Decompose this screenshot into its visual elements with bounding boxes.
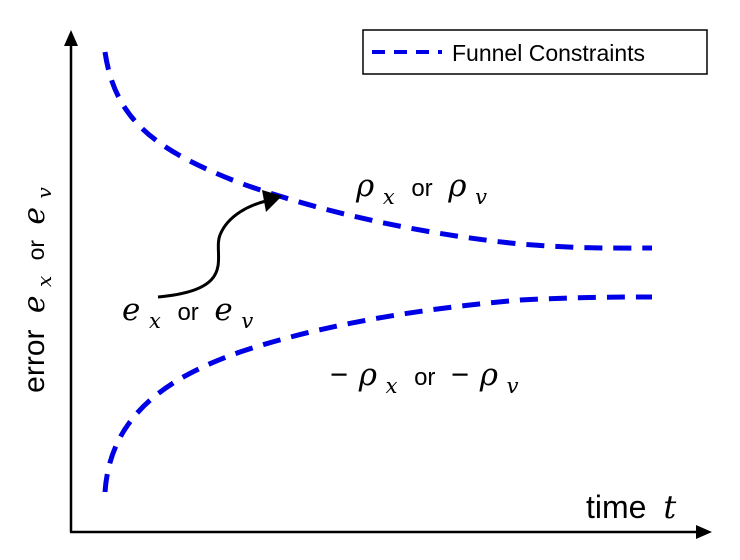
y-axis-sub1: x [32,276,56,287]
error-label: e x or e v [122,292,253,335]
upper-sym2: ρ [447,168,466,204]
axes [64,30,712,539]
y-axis-conj: or [23,240,49,261]
lower-minus1: − [330,357,348,392]
upper-funnel-label: ρ x or ρ v [355,168,487,211]
lower-conj: or [414,364,435,391]
error-arrowhead [262,190,282,212]
x-axis-label: time t [586,488,676,526]
error-sym2: e [214,292,232,328]
error-conj: or [177,299,198,326]
error-trajectory-curve [157,199,267,299]
legend-label: Funnel Constraints [452,40,645,66]
legend: Funnel Constraints [362,29,708,75]
lower-funnel-constraint [102,294,653,493]
x-axis-word: time [586,489,646,525]
error-sub2: v [241,309,253,333]
upper-sub1: x [383,185,395,209]
lower-sub2: v [507,374,519,398]
error-sym1: e [122,292,140,328]
y-axis-sym2: e [17,207,52,225]
lower-sym1: ρ [358,357,377,393]
lower-minus2: − [451,357,469,392]
y-axis-sym1: e [17,295,52,313]
y-axis-word: error [18,329,51,392]
upper-conj: or [411,175,432,202]
x-axis-arrowhead [696,525,712,539]
lower-sym2: ρ [479,357,498,393]
y-axis-arrowhead [64,30,78,46]
y-axis-label: error e x or e v [17,186,58,392]
y-axis-sub2: v [32,186,56,198]
upper-funnel-constraint [102,51,653,251]
lower-sub1: x [386,374,398,398]
upper-sym1: ρ [355,168,374,204]
error-trajectory-arrow [157,190,282,299]
lower-funnel-label: − ρ x or − ρ v [330,357,519,400]
upper-sub2: v [475,185,487,209]
error-sub1: x [149,309,161,333]
x-axis-sym: t [663,488,676,526]
